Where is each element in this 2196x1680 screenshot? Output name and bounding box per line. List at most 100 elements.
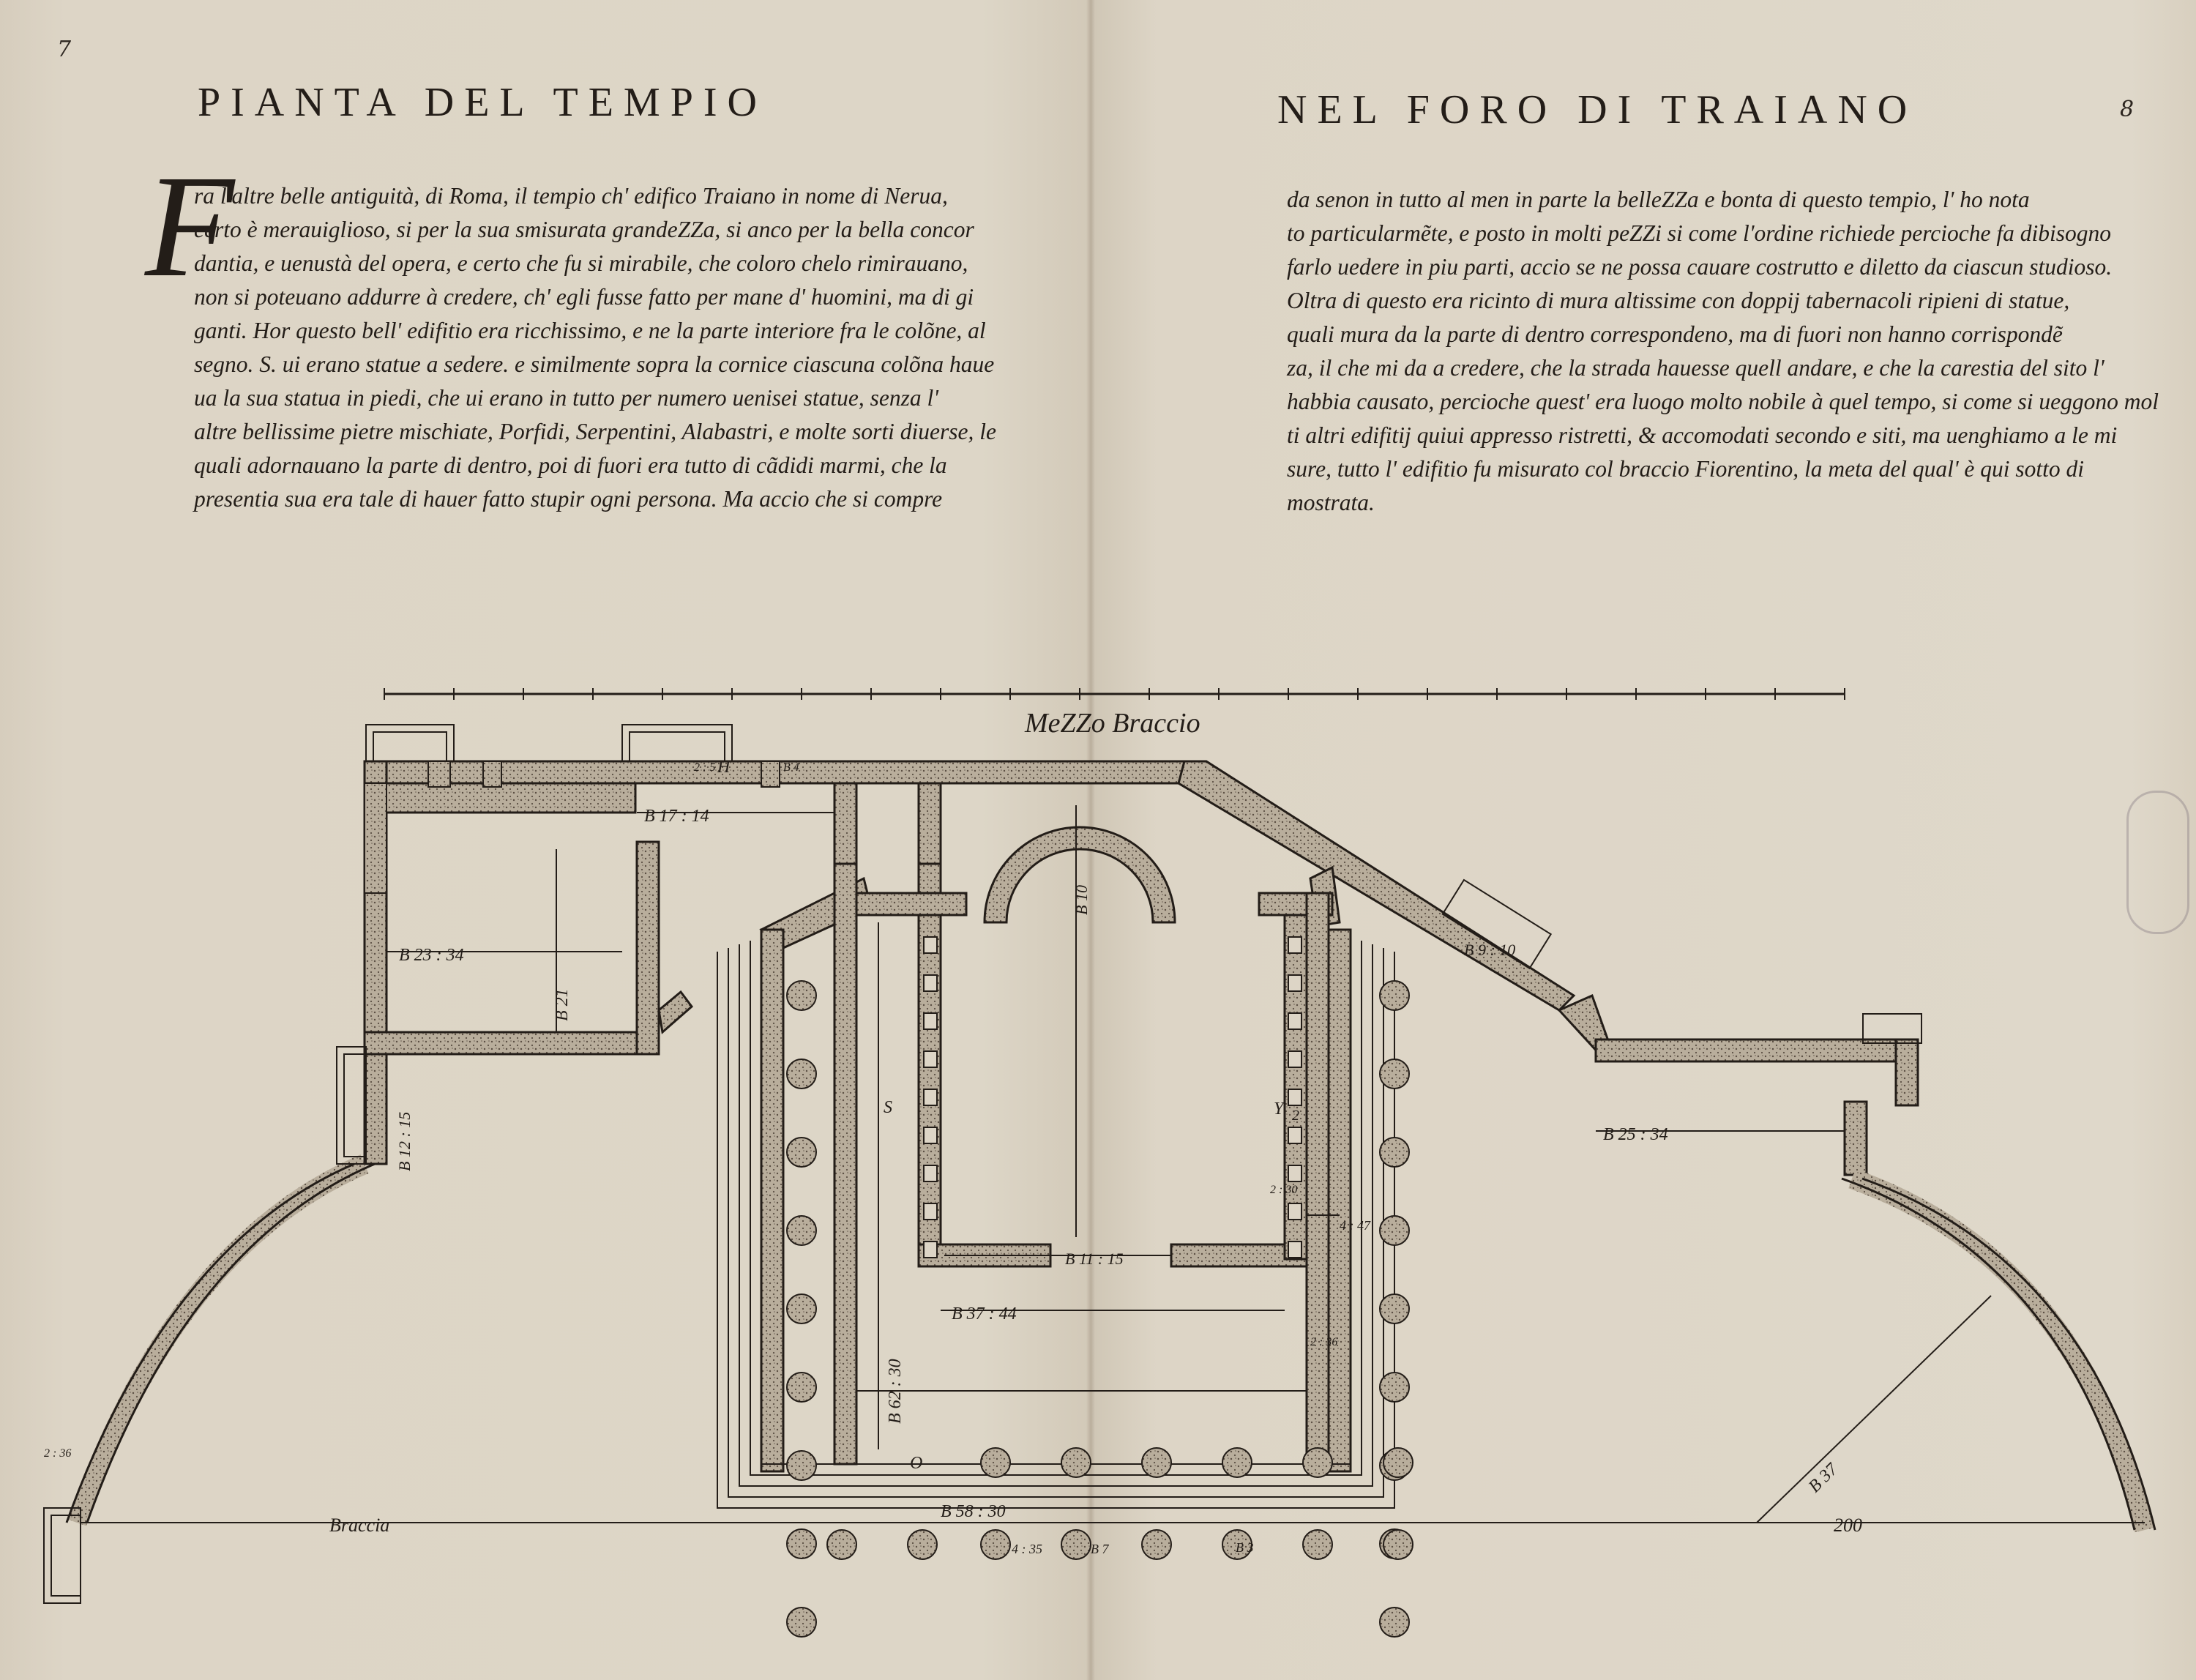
niche (1288, 1165, 1302, 1182)
column (907, 1529, 938, 1560)
column (1222, 1529, 1252, 1560)
dimension-label: B 3 (1236, 1540, 1254, 1555)
dimension-label: B 17 : 14 (644, 807, 709, 826)
radius-label: 200 (1834, 1515, 1862, 1536)
west-portico-wall (760, 928, 785, 1473)
column (826, 1529, 857, 1560)
plan-letter: 2 (1292, 1108, 1299, 1124)
column (1379, 980, 1410, 1011)
column (786, 1137, 817, 1168)
column (1141, 1447, 1172, 1478)
column (1379, 1059, 1410, 1089)
niche (923, 974, 938, 992)
page-number-left: 7 (57, 37, 72, 62)
column (786, 1528, 817, 1559)
north-pier (833, 782, 858, 865)
niches (923, 936, 1302, 1258)
niche (1288, 1127, 1302, 1144)
text-column-left: ra l'altre belle antiguità, di Roma, il … (194, 179, 996, 516)
niche (923, 1241, 938, 1258)
column (786, 1059, 817, 1089)
dimension-label: B 23 : 34 (399, 946, 464, 965)
west-nave-wall (833, 862, 858, 1466)
plan-letter: H (717, 758, 731, 777)
column (786, 1450, 817, 1481)
column (786, 1607, 817, 1638)
column (980, 1529, 1011, 1560)
dimension-label: B 37 (1805, 1460, 1842, 1497)
title-left: PIANTA DEL TEMPIO (198, 80, 767, 125)
west-cross-wall (855, 892, 968, 916)
apse (983, 826, 1176, 924)
niche (1288, 974, 1302, 992)
diagonal-wall (1177, 760, 1576, 1012)
room-east-wall (635, 840, 660, 1056)
east-room-north (1594, 1038, 1905, 1063)
niche (1288, 1241, 1302, 1258)
text-line: presentia sua era tale di hauer fatto st… (194, 486, 943, 512)
left-page (0, 0, 1091, 1680)
column (1379, 1293, 1410, 1324)
text-line: non si poteuano addurre à credere, ch' e… (194, 284, 974, 310)
column (786, 980, 817, 1011)
dimension-label: B 10 (1072, 885, 1091, 915)
scale-label: MeZZo Braccio (1024, 708, 1200, 739)
text-line: certo è merauiglioso, si per la sua smis… (194, 217, 974, 242)
text-line: sure, tutto l' edifitio fu misurato col … (1287, 456, 2085, 482)
column (1379, 1215, 1410, 1246)
text-line: farlo uedere in piu parti, accio se ne p… (1287, 254, 2113, 280)
niche (923, 1127, 938, 1144)
niche (923, 1050, 938, 1068)
scale-bar: MeZZo Braccio (384, 688, 1845, 739)
dimension-label: 4 : 35 (1012, 1542, 1042, 1556)
dimension-label: B 11 : 15 (1065, 1250, 1124, 1268)
dimension-label: B 9 : 10 (1464, 941, 1515, 959)
drop-cap: F (145, 146, 235, 307)
dimension-label: B 7 (1091, 1542, 1109, 1556)
text-line: altre bellissime pietre mischiate, Porfi… (194, 419, 996, 444)
lower-room-wall (363, 1031, 659, 1056)
column (786, 1293, 817, 1324)
plan-letter: S (884, 1098, 892, 1117)
dimension-label: 4 : 47 (1340, 1218, 1371, 1233)
plan-letter: Y (1274, 1100, 1285, 1119)
text-column-right: da senon in tutto al men in parte la bel… (1287, 183, 2159, 520)
dimension-label: 2 : 5 (694, 761, 715, 774)
text-line: za, il che mi da a credere, che la strad… (1287, 355, 2104, 381)
dimension-label: B 25 : 34 (1603, 1125, 1668, 1144)
dimension-label: B 4 (783, 761, 799, 774)
title-right: NEL FORO DI TRAIANO (1277, 87, 1918, 132)
dimension-lines (81, 805, 2145, 1523)
text-line: to particularmẽte, e posto in molti peZZ… (1287, 220, 2112, 246)
dimension-label: 2 : 36 (44, 1447, 71, 1460)
columns (786, 980, 1413, 1638)
dimension-label: B 62 : 30 (886, 1359, 905, 1424)
column (786, 1215, 817, 1246)
niche (1288, 1089, 1302, 1106)
text-line: quali adornauano la parte di dentro, poi… (194, 452, 947, 478)
dimension-label: 2 : 36 (1310, 1336, 1337, 1348)
column (1061, 1447, 1091, 1478)
text-line: quali mura da la parte di dentro corresp… (1287, 321, 2063, 347)
niche (1288, 1012, 1302, 1030)
column (1061, 1529, 1091, 1560)
niche (923, 1165, 938, 1182)
column (786, 1372, 817, 1403)
text-line: Oltra di questo era ricinto di mura alti… (1287, 288, 2070, 313)
text-line: dantia, e uenustà del opera, e certo che… (194, 250, 968, 276)
braccia-label: Braccia (329, 1515, 389, 1536)
text-line: ra l'altre belle antiguità, di Roma, il … (194, 183, 948, 209)
text-line: segno. S. ui erano statue a sedere. e si… (194, 351, 995, 377)
niche (1288, 1050, 1302, 1068)
east-room-pier (1843, 1100, 1868, 1176)
walls (363, 760, 1919, 1473)
niche (923, 1203, 938, 1220)
niche (1288, 1203, 1302, 1220)
column (980, 1447, 1011, 1478)
north-wall-details (43, 724, 1922, 1604)
niche (1288, 936, 1302, 954)
text-line: ganti. Hor questo bell' edifitio era ric… (194, 318, 986, 343)
north-pier-2 (917, 782, 942, 873)
